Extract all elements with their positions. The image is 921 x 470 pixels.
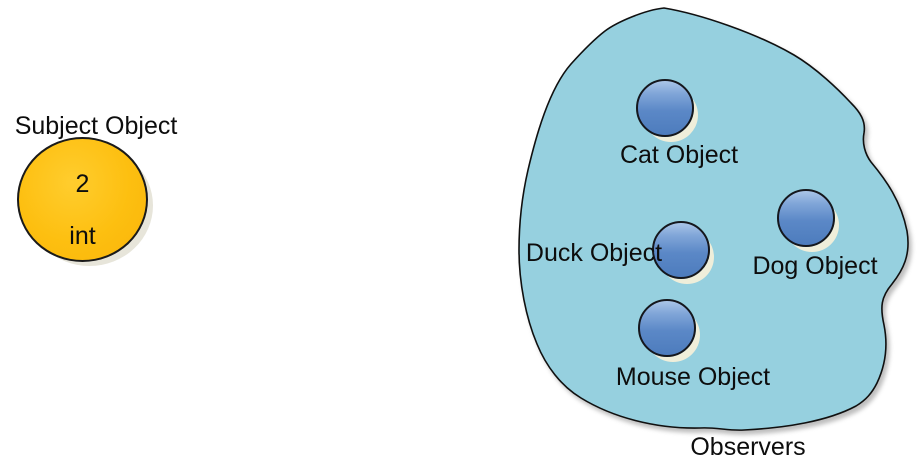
subject-value: 2 (75, 170, 90, 198)
observer-label-cat: Cat Object (619, 141, 739, 169)
subject-type: int (69, 222, 96, 250)
observers-group-caption: Observers (690, 433, 806, 461)
observer-circle-mouse (638, 299, 696, 357)
subject-circle: 2 int (17, 137, 148, 262)
observer-circle-dog (777, 189, 835, 247)
observers-group-outline (518, 7, 909, 431)
observer-circle-duck (652, 221, 710, 279)
observer-label-duck: Duck Object (525, 239, 663, 267)
observer-circle-cat (636, 79, 694, 137)
observer-label-mouse: Mouse Object (615, 363, 771, 391)
subject-label: Subject Object (14, 112, 178, 140)
observer-label-dog: Dog Object (752, 252, 878, 280)
